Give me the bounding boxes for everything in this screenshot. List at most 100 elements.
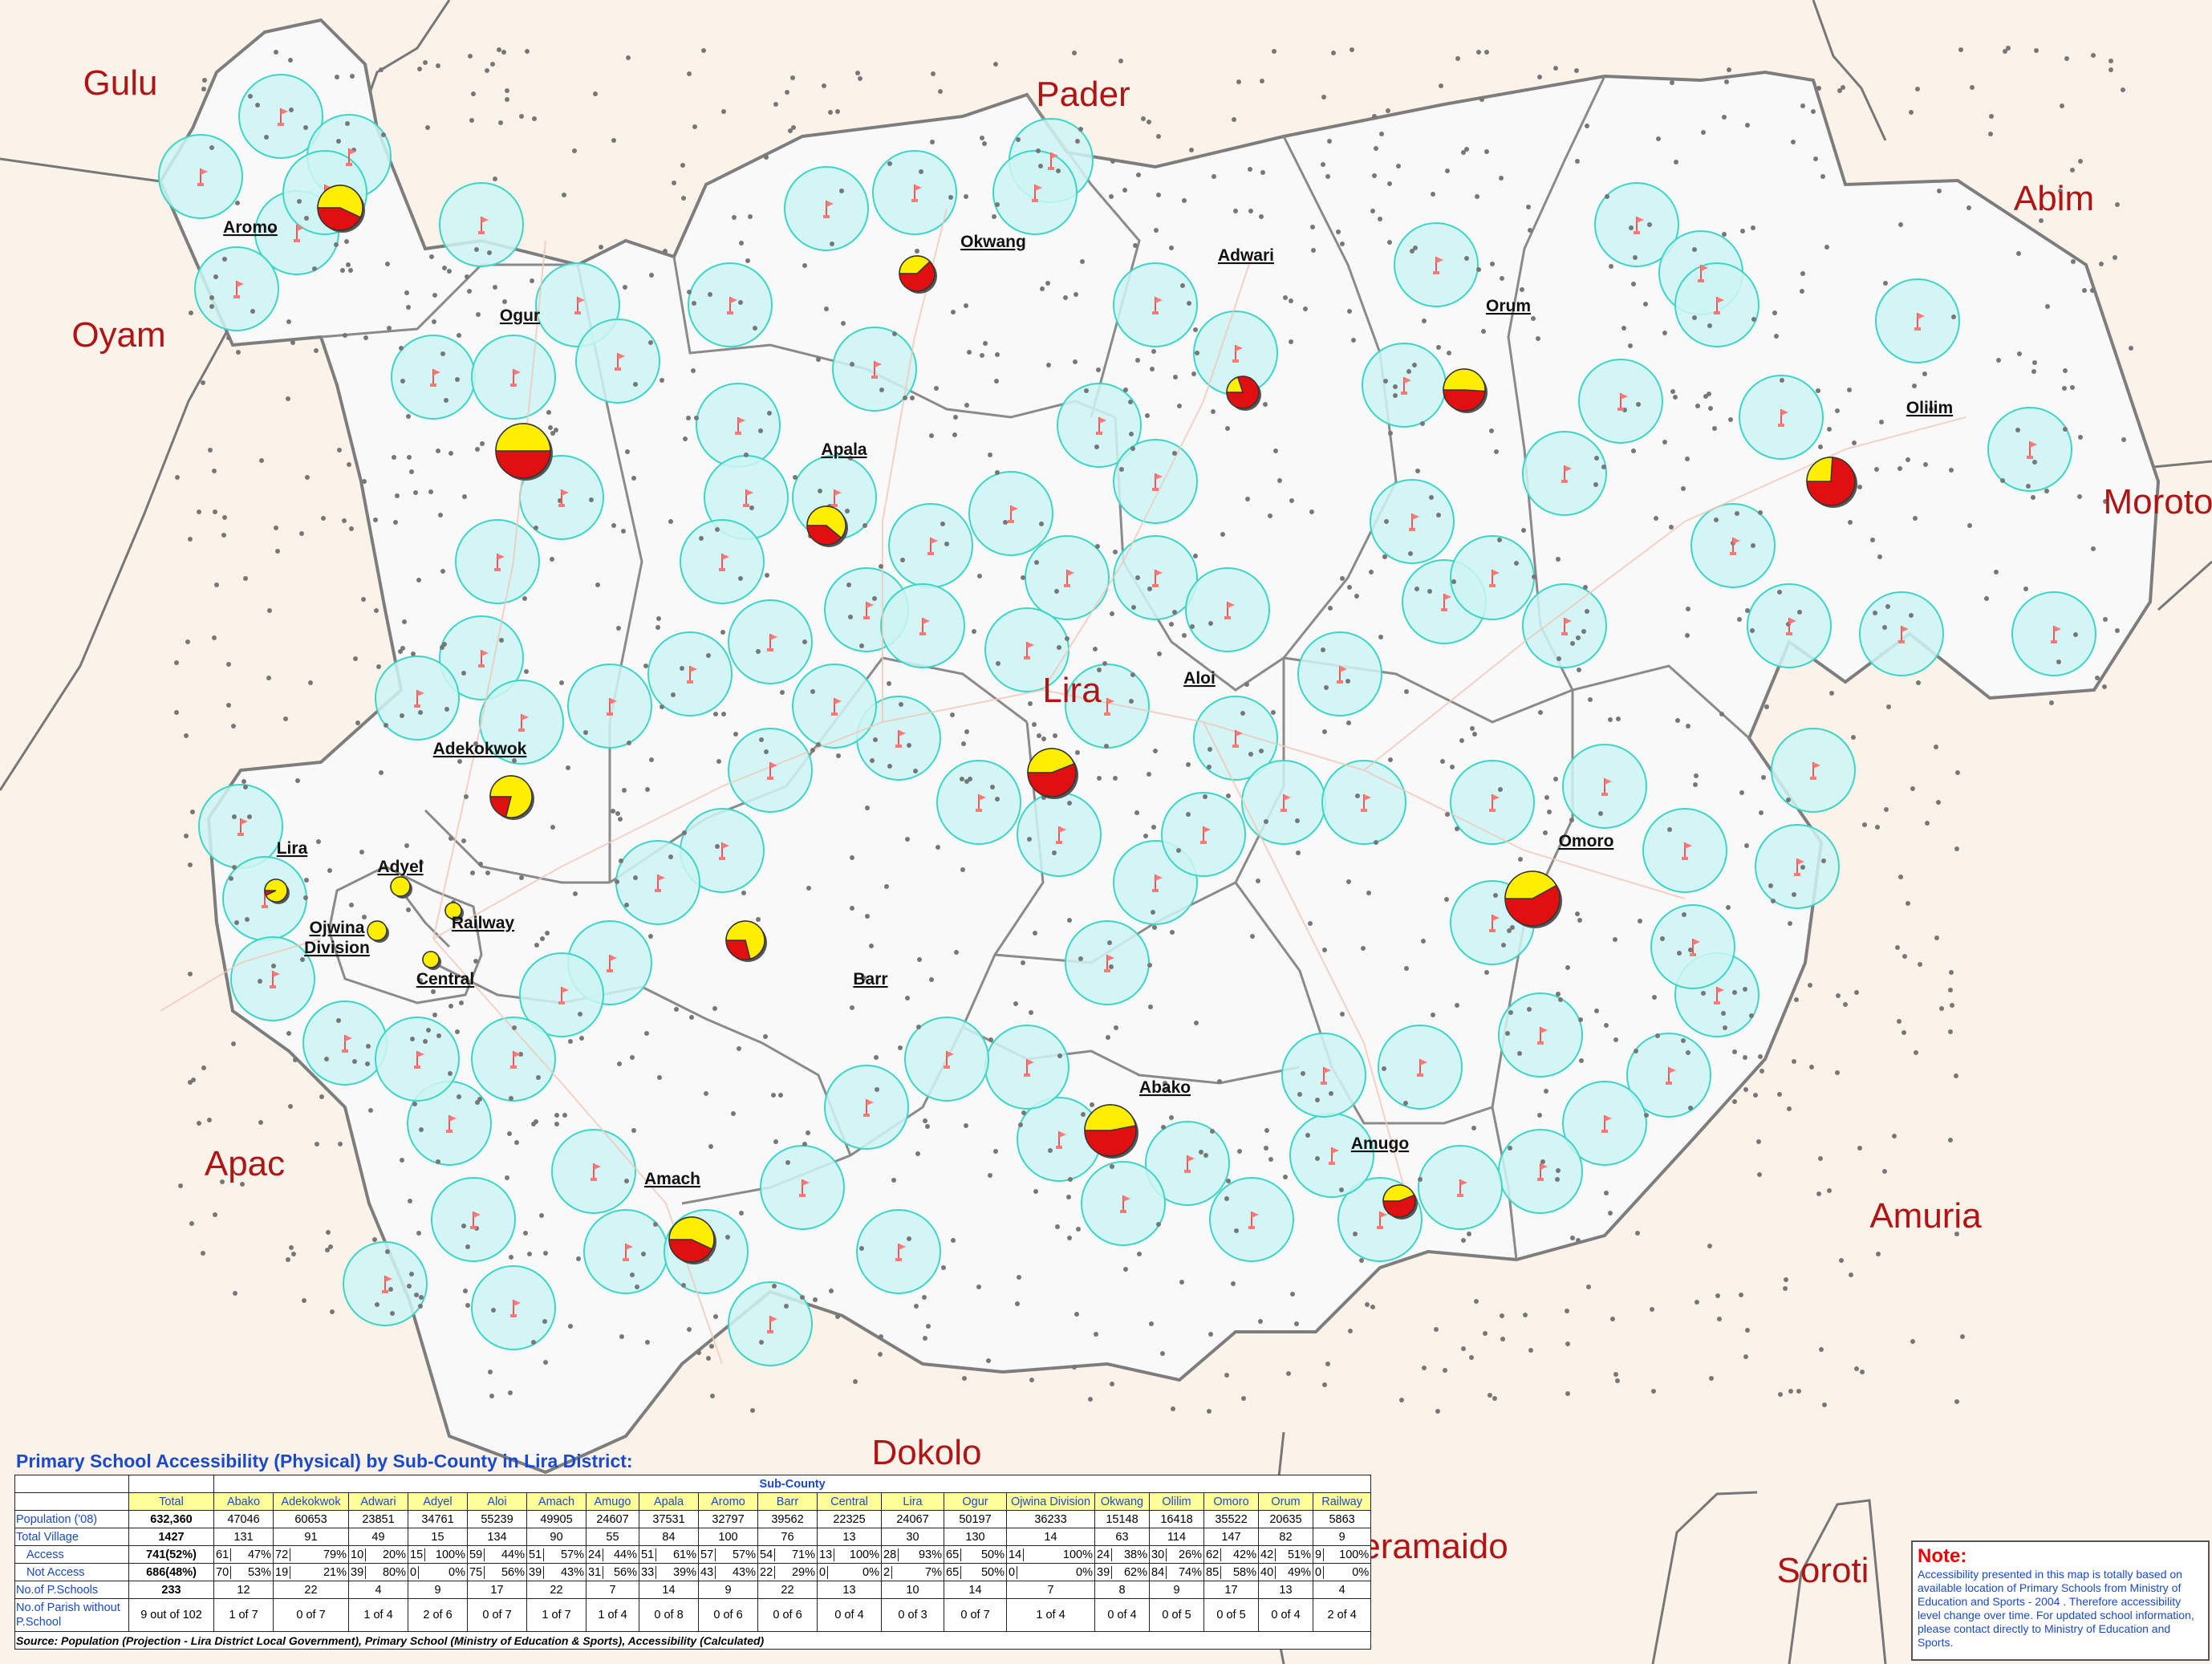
school-flags <box>197 108 2061 1333</box>
region-label: Lira <box>1042 671 1102 710</box>
region-label: Dokolo <box>872 1433 982 1472</box>
parish-cell: 0 of 7 <box>944 1598 1007 1632</box>
pie-access-slice <box>422 951 440 968</box>
village-cell: 63 <box>1094 1528 1150 1546</box>
parish-cell: 0 of 5 <box>1149 1598 1204 1632</box>
schools-cell: 8 <box>1094 1581 1150 1599</box>
region-label: Pader <box>1036 75 1130 114</box>
parish-cell: 0 of 6 <box>757 1598 818 1632</box>
subcounty-name-cell: Okwang <box>1094 1492 1150 1511</box>
parish-cell: 1 of 7 <box>526 1598 586 1632</box>
parish-cell: 1 of 4 <box>348 1598 408 1632</box>
region-label: eramaido <box>1361 1527 1508 1566</box>
row-label-access: Access <box>14 1545 129 1564</box>
schools-cell: 10 <box>881 1581 944 1599</box>
subcounty-name-cell: Amugo <box>586 1492 639 1511</box>
village-points <box>174 46 2133 1414</box>
note-title: Note: <box>1918 1545 1967 1567</box>
subcounty-label: Aloi <box>1183 669 1216 688</box>
row-label-population: Population ('08) <box>14 1510 129 1528</box>
subcounty-name-cell: Barr <box>757 1492 818 1511</box>
population-cell: 34761 <box>408 1510 468 1528</box>
parish-cell: 0 of 5 <box>1203 1598 1259 1632</box>
total-village: 1427 <box>128 1528 214 1546</box>
pie-access-slice <box>444 902 462 919</box>
schools-cell: 4 <box>1312 1581 1372 1599</box>
schools-cell: 9 <box>698 1581 758 1599</box>
total-header: Total <box>128 1492 214 1511</box>
schools-cell: 17 <box>1203 1581 1259 1599</box>
region-label: Moroto <box>2104 482 2212 522</box>
subcounty-label: Aromo <box>223 218 278 237</box>
subcounty-name-cell: Adwari <box>348 1492 408 1511</box>
note-box: Note: Accessibility presented in this ma… <box>1911 1540 2210 1661</box>
parish-cell: 0 of 6 <box>698 1598 758 1632</box>
population-cell: 49905 <box>526 1510 586 1528</box>
pie-access-slice <box>668 1216 715 1250</box>
parish-cell: 2 of 4 <box>1312 1598 1372 1632</box>
village-cell: 30 <box>881 1528 944 1546</box>
subcounty-label: Amach <box>644 1170 700 1188</box>
row-label-parish: No.of Parish without P.School <box>14 1598 129 1632</box>
subcounty-label: Okwang <box>960 233 1026 251</box>
pie-access-slice <box>899 255 931 274</box>
subcounty-label: Apala <box>821 440 867 459</box>
schools-cell: 9 <box>408 1581 468 1599</box>
pie-access-slice <box>317 185 363 218</box>
population-cell: 22325 <box>817 1510 882 1528</box>
pie-access-slice <box>1226 376 1244 393</box>
road-network <box>160 208 1966 1365</box>
subcounty-label: Abako <box>1139 1078 1191 1097</box>
pie-access-slice <box>725 920 765 960</box>
schools-cell: 7 <box>586 1581 639 1599</box>
row-label-not-access: Not Access <box>14 1563 129 1581</box>
subcounty-label: Lira <box>277 839 308 858</box>
village-cell: 9 <box>1312 1528 1372 1546</box>
schools-cell: 13 <box>817 1581 882 1599</box>
subcounty-header: Sub-County <box>213 1475 1372 1493</box>
total-schools: 233 <box>128 1581 214 1599</box>
row-label-schools: No.of P.Schools <box>14 1581 129 1599</box>
table-parish-row: No.of Parish without P.School 9 out of 1… <box>14 1598 1372 1632</box>
parish-cell: 1 of 4 <box>1006 1598 1095 1632</box>
population-cell: 37531 <box>639 1510 699 1528</box>
village-cell: 49 <box>348 1528 408 1546</box>
schools-cell: 14 <box>944 1581 1007 1599</box>
schools-cell: 7 <box>1006 1581 1095 1599</box>
village-cell: 82 <box>1258 1528 1313 1546</box>
pie-access-slice <box>367 920 388 941</box>
population-cell: 32797 <box>698 1510 758 1528</box>
source-note: Source: Population (Projection - Lira Di… <box>14 1631 1372 1650</box>
village-cell: 55 <box>586 1528 639 1546</box>
parish-cell: 0 of 4 <box>817 1598 882 1632</box>
parish-cell: 1 of 7 <box>213 1598 274 1632</box>
subcounty-name-cell: Omoro <box>1203 1492 1259 1511</box>
population-cell: 15148 <box>1094 1510 1150 1528</box>
subcounty-name-cell: Railway <box>1312 1492 1372 1511</box>
